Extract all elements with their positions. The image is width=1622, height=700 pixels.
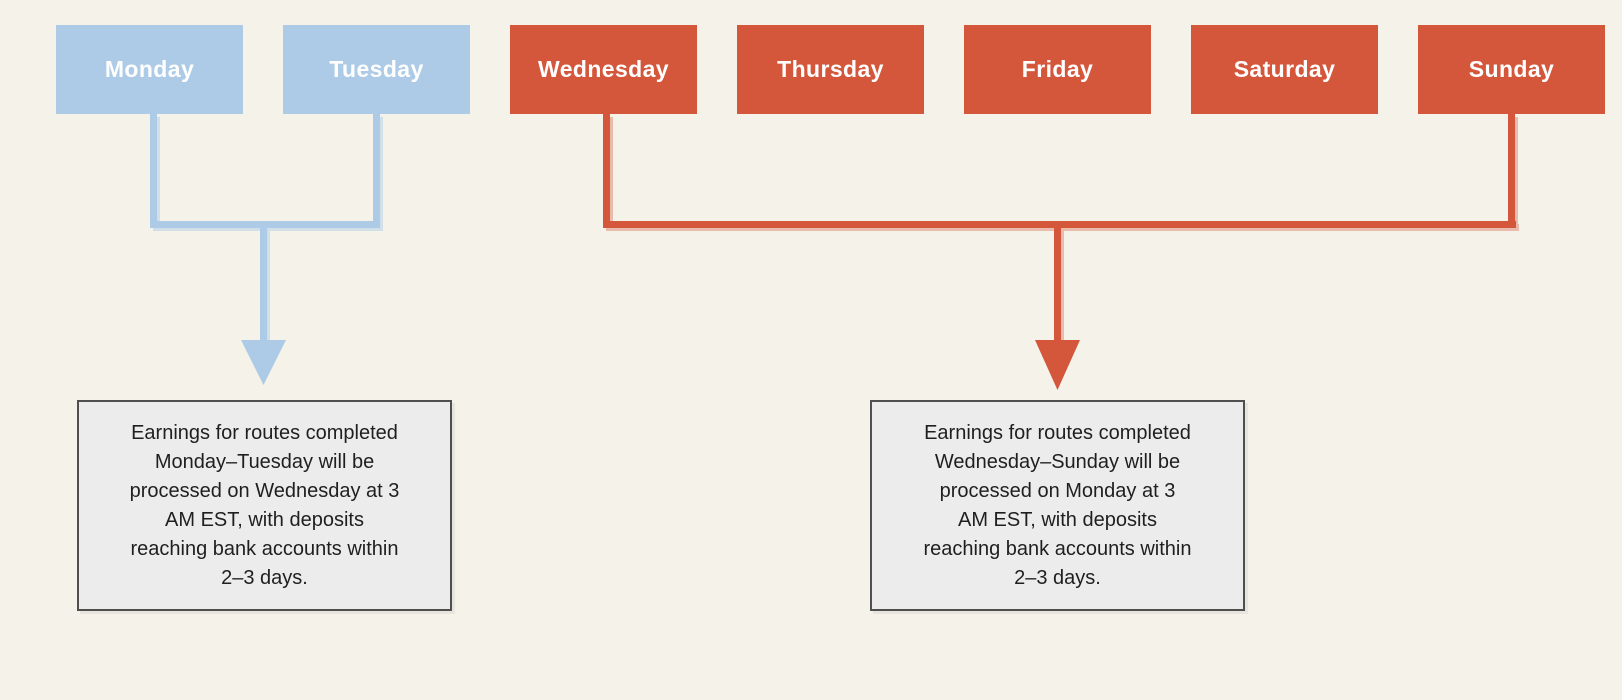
day-box-friday: Friday [964,25,1151,114]
note-box-wednesday-sunday: Earnings for routes completed Wednesday–… [870,400,1245,611]
connector-line-blue-crossbar [150,221,380,228]
note-box-monday-tuesday: Earnings for routes completed Monday–Tue… [77,400,452,611]
connector-line-red-stem [1054,228,1061,341]
day-box-saturday: Saturday [1191,25,1378,114]
day-label: Sunday [1468,56,1555,82]
day-label: Monday [104,56,195,82]
connector-line-wednesday-drop [603,114,610,221]
day-box-monday: Monday [56,25,243,114]
connector-line-red-crossbar [603,221,1516,228]
connector-line-sunday-drop [1508,114,1515,221]
day-label: Wednesday [538,56,669,82]
day-label: Thursday [777,56,884,82]
day-box-sunday: Sunday [1418,25,1605,114]
day-label: Friday [1021,56,1094,82]
arrow-down-icon [241,340,286,385]
note-text: Earnings for routes completed Wednesday–… [923,421,1192,589]
day-box-thursday: Thursday [737,25,924,114]
connector-line-monday-drop [150,114,157,221]
arrow-down-icon [1035,340,1080,390]
connector-line-blue-stem [260,228,267,341]
day-label: Tuesday [329,56,424,82]
day-box-tuesday: Tuesday [283,25,470,114]
note-text: Earnings for routes completed Monday–Tue… [129,421,400,589]
day-label: Saturday [1233,56,1336,82]
day-box-wednesday: Wednesday [510,25,697,114]
connector-line-tuesday-drop [373,114,380,221]
